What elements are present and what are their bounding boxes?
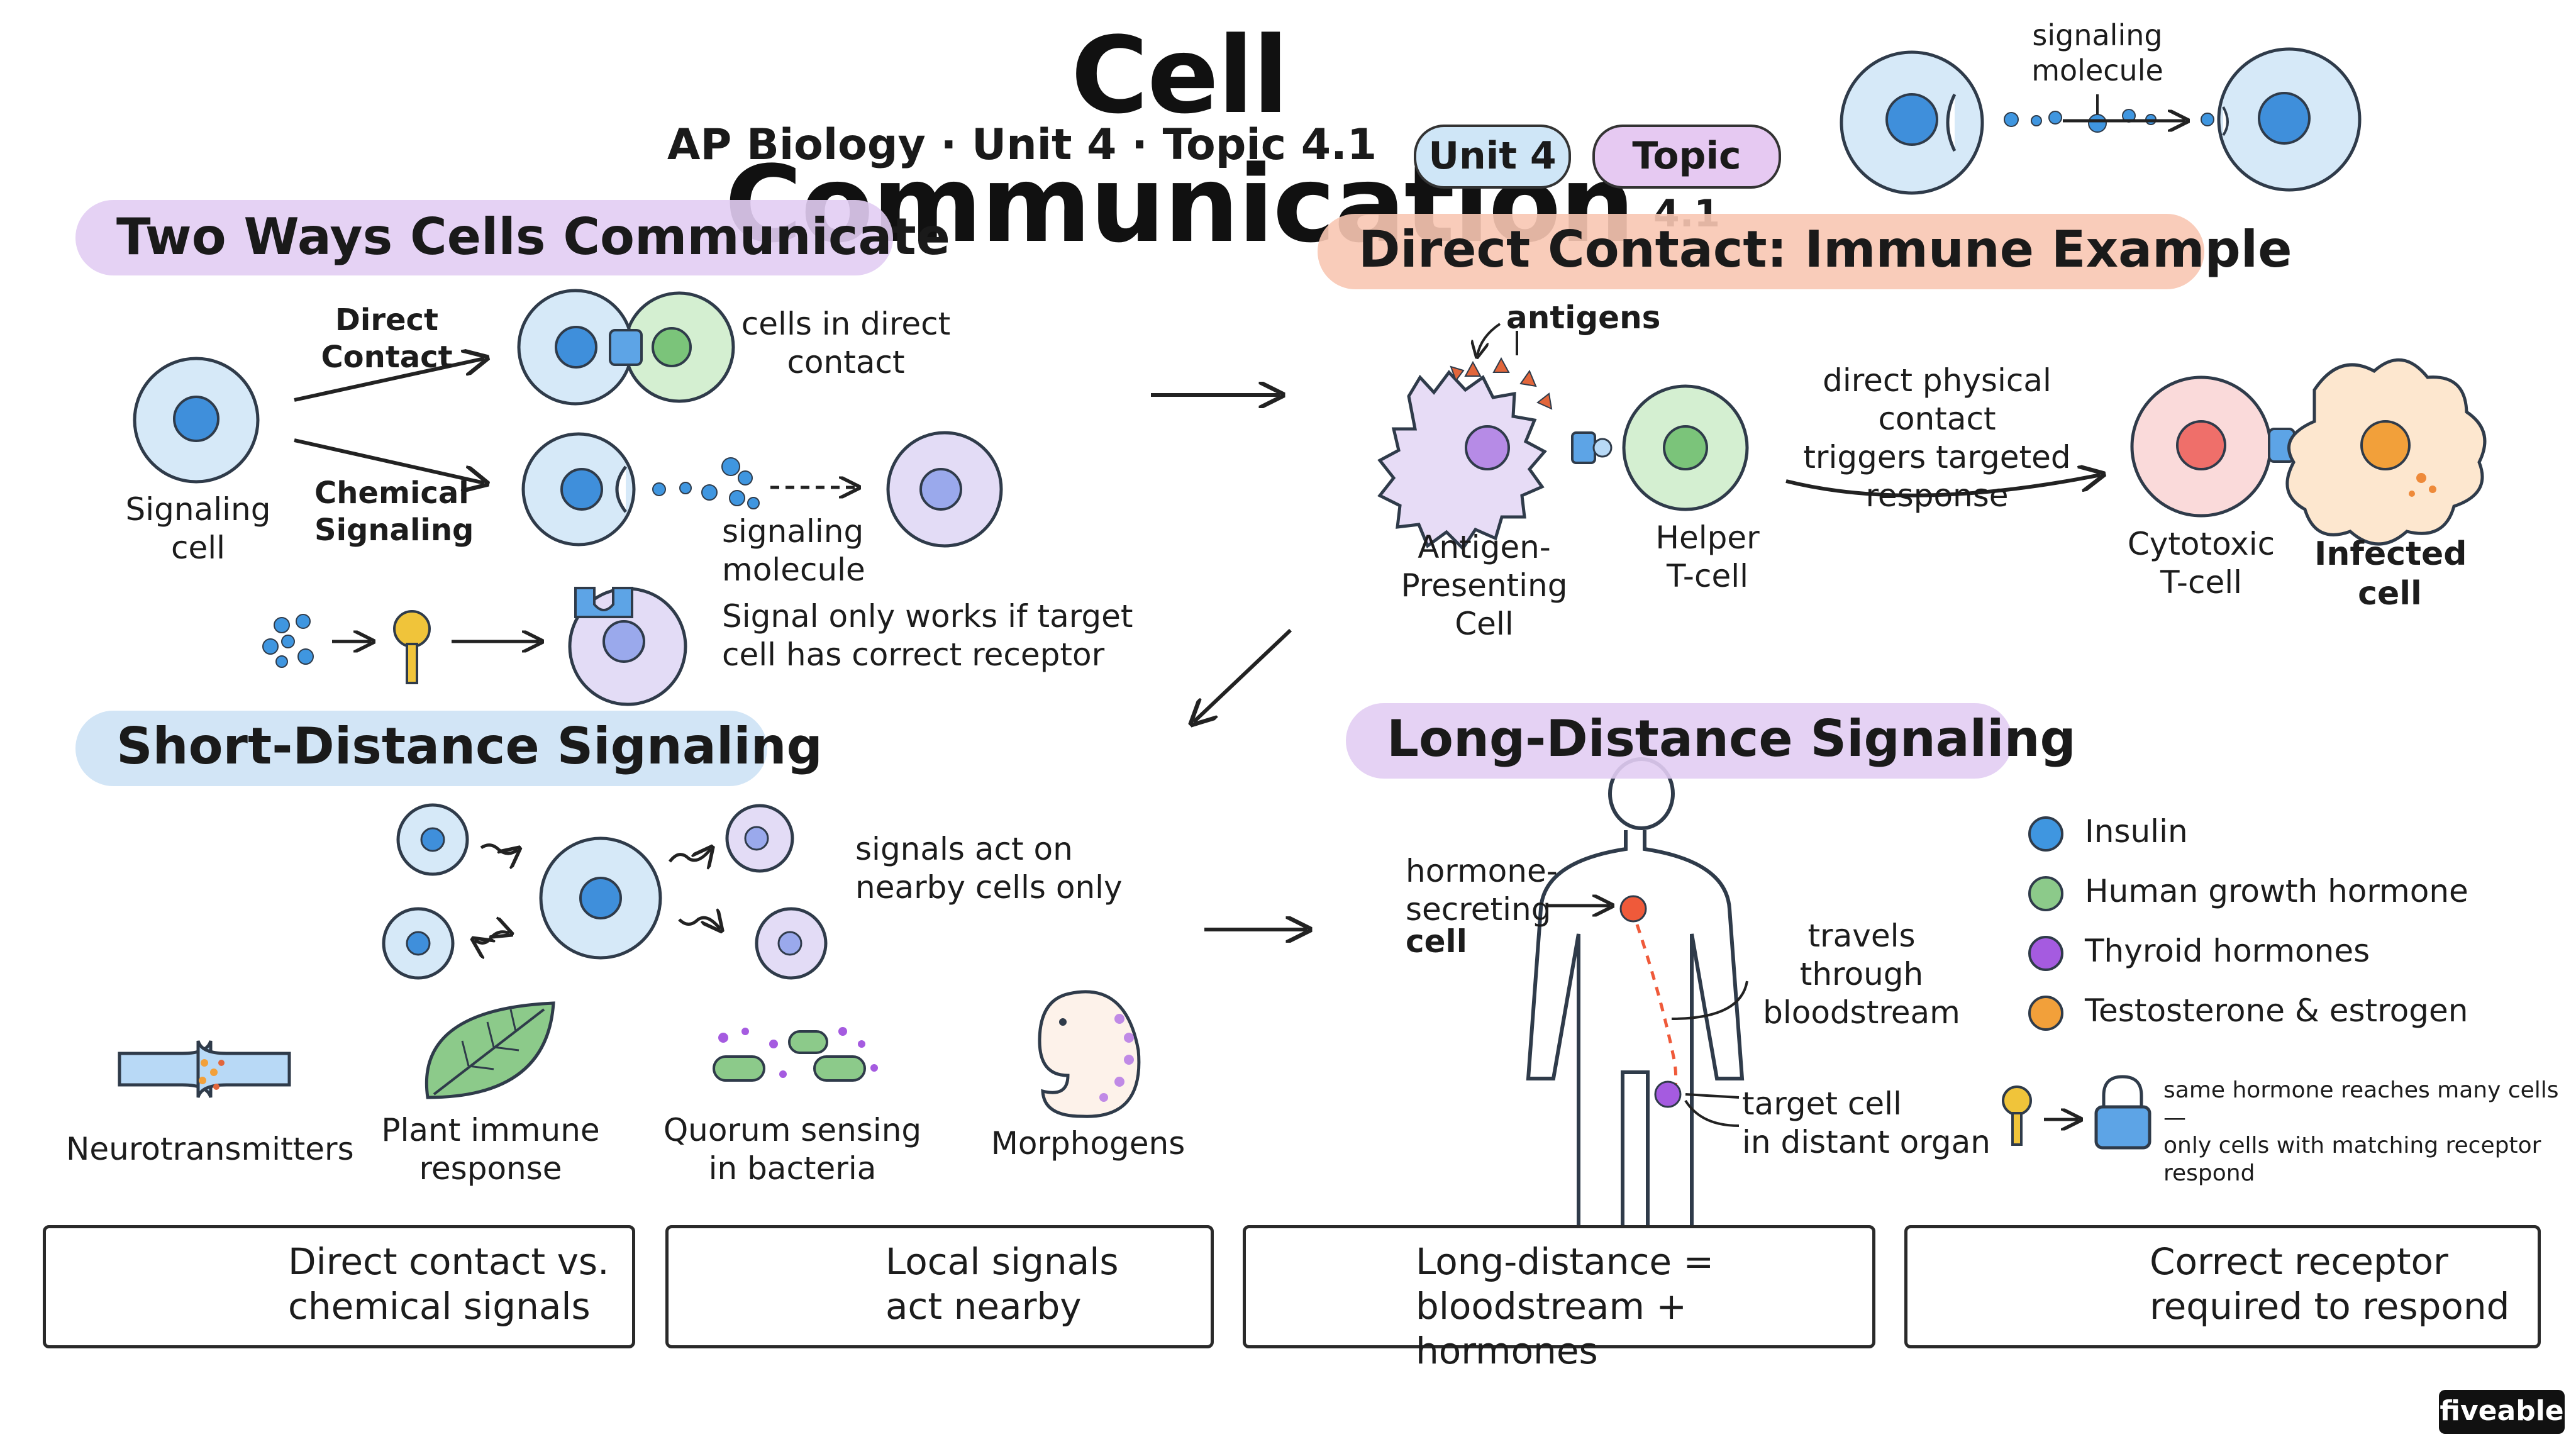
label-apc: Antigen-Presenting Cell <box>1401 529 1568 642</box>
summary-card-receptor: Correct receptor required to respond <box>1904 1225 2541 1348</box>
legend-insulin-dot <box>2028 816 2063 852</box>
legend-thyroid: Thyroid hormones <box>2085 933 2370 969</box>
example-morphogens: Morphogens <box>991 1125 1185 1162</box>
label-target-cell: target cell in distant organ <box>1742 1085 1990 1160</box>
page-subtitle: AP Biology · Unit 4 · Topic 4.1 <box>667 120 1377 170</box>
label-helper-tcell: Helper T-cell <box>1655 519 1760 594</box>
example-plant-immune: Plant immune response <box>381 1112 600 1187</box>
highlight-long <box>1346 703 2012 779</box>
embryo-icon <box>1038 990 1141 1118</box>
long-distance-art <box>1526 757 2151 1250</box>
key-lock-icon <box>2002 1075 2151 1150</box>
heading-long: Long-Distance Signaling <box>1387 709 2076 768</box>
human-body-icon <box>1526 757 1745 1250</box>
summary-card-direct-text: Direct contact vs. chemical signals <box>288 1240 609 1328</box>
label-signaling-molecule: signaling molecule <box>722 513 865 588</box>
heading-short: Short-Distance Signaling <box>116 717 823 775</box>
label-direct-contact: Direct Contact <box>321 303 453 375</box>
contact-note: direct physical contact triggers targete… <box>1803 362 2071 514</box>
legend-sex-hormones: Testosterone & estrogen <box>2085 992 2468 1029</box>
heading-immune: Direct Contact: Immune Example <box>1358 220 2292 279</box>
brand-logo: fiveable <box>2439 1390 2565 1434</box>
label-cytotoxic-tcell: Cytotoxic T-cell <box>2127 526 2275 601</box>
unit-badge: Unit 4 <box>1414 125 1571 189</box>
highlight-immune <box>1318 214 2204 289</box>
label-antigens: antigens <box>1506 299 1661 336</box>
key-icon <box>393 610 431 684</box>
label-travels-bloodstream: travels through bloodstream <box>1763 918 1960 1031</box>
legend-hgh-dot <box>2028 876 2063 911</box>
long-receptor-note: same hormone reaches many cells — only c… <box>2163 1077 2559 1186</box>
neurotransmitter-icon <box>118 1040 291 1098</box>
legend-sex-hormones-dot <box>2028 996 2063 1031</box>
legend-insulin: Insulin <box>2085 813 2188 850</box>
label-hormone-secreting: hormone- secreting <box>1406 853 1558 928</box>
summary-card-local-text: Local signals act nearby <box>886 1240 1119 1328</box>
highlight-short <box>75 711 767 786</box>
receptor-note: Signal only works if target cell has cor… <box>722 598 1133 673</box>
label-secreting-cell: cell <box>1406 923 1467 960</box>
immune-art <box>1377 323 2487 551</box>
two-ways-art <box>133 289 1003 706</box>
example-neurotransmitters: Neurotransmitters <box>66 1131 354 1167</box>
summary-card-long-text: Long-distance = bloodstream + hormones <box>1416 1240 1714 1372</box>
leaf-icon <box>425 1001 555 1099</box>
legend-hgh: Human growth hormone <box>2085 873 2468 909</box>
summary-card-receptor-text: Correct receptor required to respond <box>2150 1240 2510 1328</box>
bacteria-icon <box>713 1027 878 1082</box>
legend-thyroid-dot <box>2028 936 2063 971</box>
header-signal-illustration <box>1840 47 2362 195</box>
label-infected-cell: Infected cell <box>2314 535 2467 613</box>
summary-card-direct: Direct contact vs. chemical signals <box>43 1225 635 1348</box>
label-cells-in-contact: cells in direct contact <box>741 306 951 380</box>
nearby-note: signals act on nearby cells only <box>855 831 1123 906</box>
example-quorum-sensing: Quorum sensing in bacteria <box>663 1112 922 1187</box>
summary-card-long: Long-distance = bloodstream + hormones <box>1243 1225 1875 1372</box>
short-distance-art <box>118 803 1141 1118</box>
label-chemical-signaling: Chemical Signaling <box>314 475 474 548</box>
heading-two-ways: Two Ways Cells Communicate <box>116 208 950 266</box>
flow-arrow-2 <box>1194 628 1292 722</box>
label-signaling-cell: Signaling cell <box>125 491 271 566</box>
header-signaling-molecule-label: signaling molecule <box>2031 18 2163 88</box>
summary-card-local: Local signals act nearby <box>665 1225 1214 1348</box>
highlight-two-ways <box>75 200 893 275</box>
topic-badge: Topic 4.1 <box>1592 125 1781 236</box>
